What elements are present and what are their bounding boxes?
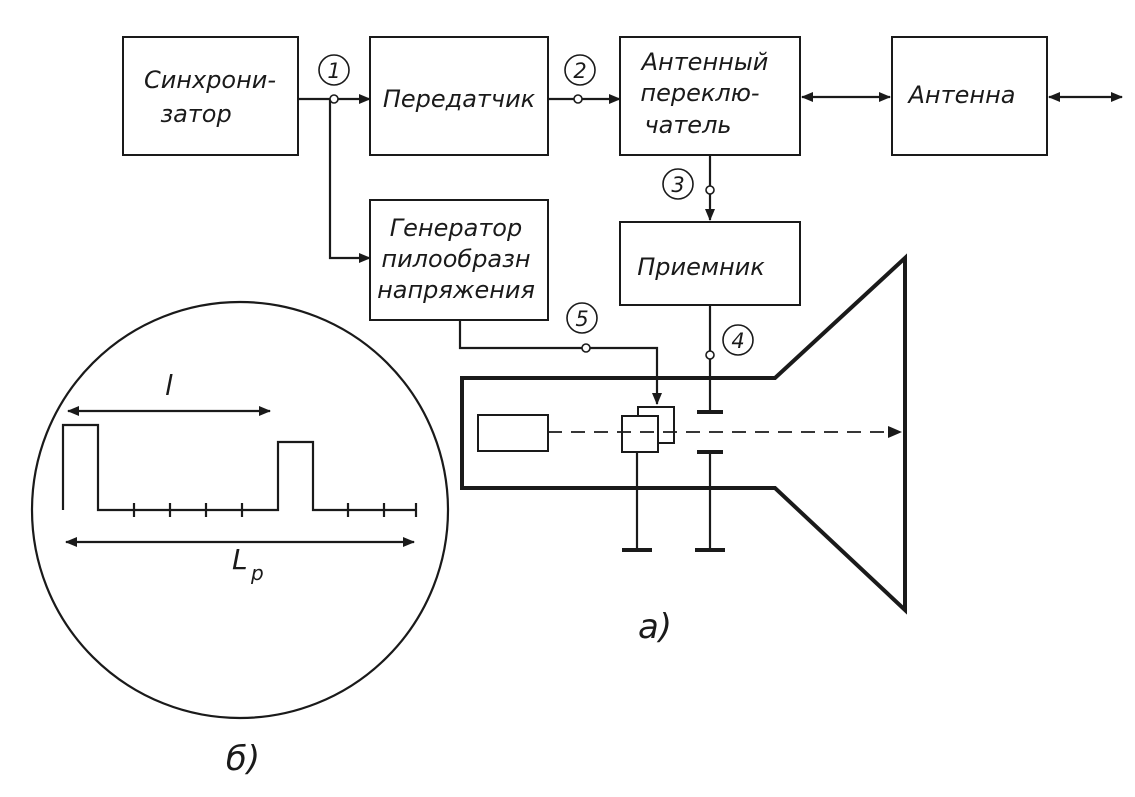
test-point-2-label: 2 [573, 59, 586, 83]
test-point-2-pin [573, 94, 583, 104]
sawtooth-label-line2: пилообразн [381, 245, 530, 273]
receiver-label: Приемник [637, 253, 765, 281]
synchronizer-block: Синхрони- затор [122, 36, 299, 156]
test-point-5-pin [581, 343, 591, 353]
crt-envelope [460, 253, 907, 615]
test-point-labels: 1 2 3 4 5 [318, 54, 754, 356]
antenna-block: Антенна [891, 36, 1048, 156]
sawtooth-generator-block: Генератор пилообразн напряжения [369, 199, 549, 321]
sync-to-sawtooth-wire [328, 99, 371, 263]
duplexer-label-line2: переклю- [640, 79, 759, 107]
range-label-main: L [232, 543, 248, 576]
duplexer-label-line3: чатель [644, 111, 731, 139]
synchronizer-label-line2: затор [160, 100, 231, 128]
electron-gun [477, 414, 549, 452]
sawtooth-label-line3: напряжения [377, 276, 535, 304]
signal-connections [298, 92, 1123, 412]
scope-trace [61, 423, 416, 512]
test-point-5-label: 5 [575, 307, 588, 331]
duplexer-label-line1: Антенный [640, 48, 769, 76]
test-point-3-label: 3 [671, 173, 684, 197]
antenna-label: Антенна [907, 81, 1016, 109]
test-point-1-label: 1 [327, 59, 340, 83]
range-markers [132, 503, 418, 517]
transmitter-block: Передатчик [369, 36, 549, 156]
test-point-1-pin [329, 94, 339, 104]
horizontal-deflection-plate-front [621, 415, 659, 453]
scope-display: l L p [30, 300, 450, 720]
sawtooth-to-crt-wire [458, 320, 662, 405]
sawtooth-label-line1: Генератор [390, 214, 522, 242]
caption-a: а) [638, 607, 672, 647]
crt-tube [460, 253, 907, 615]
caption-b: б) [226, 739, 260, 779]
transmitter-label: Передатчик [383, 85, 536, 113]
scope-screen-circle [30, 300, 450, 720]
test-point-4-label: 4 [731, 329, 744, 353]
beam-arrowhead [888, 426, 902, 438]
range-label-sub: p [250, 561, 264, 585]
synchronizer-label-line1: Синхрони- [144, 66, 276, 94]
pulse-spacing-label: l [165, 369, 173, 402]
duplexer-block: Антенный переклю- чатель [619, 36, 801, 156]
receiver-block: Приемник [619, 221, 801, 306]
test-point-4-pin [705, 350, 715, 360]
test-point-3-pin [705, 185, 715, 195]
